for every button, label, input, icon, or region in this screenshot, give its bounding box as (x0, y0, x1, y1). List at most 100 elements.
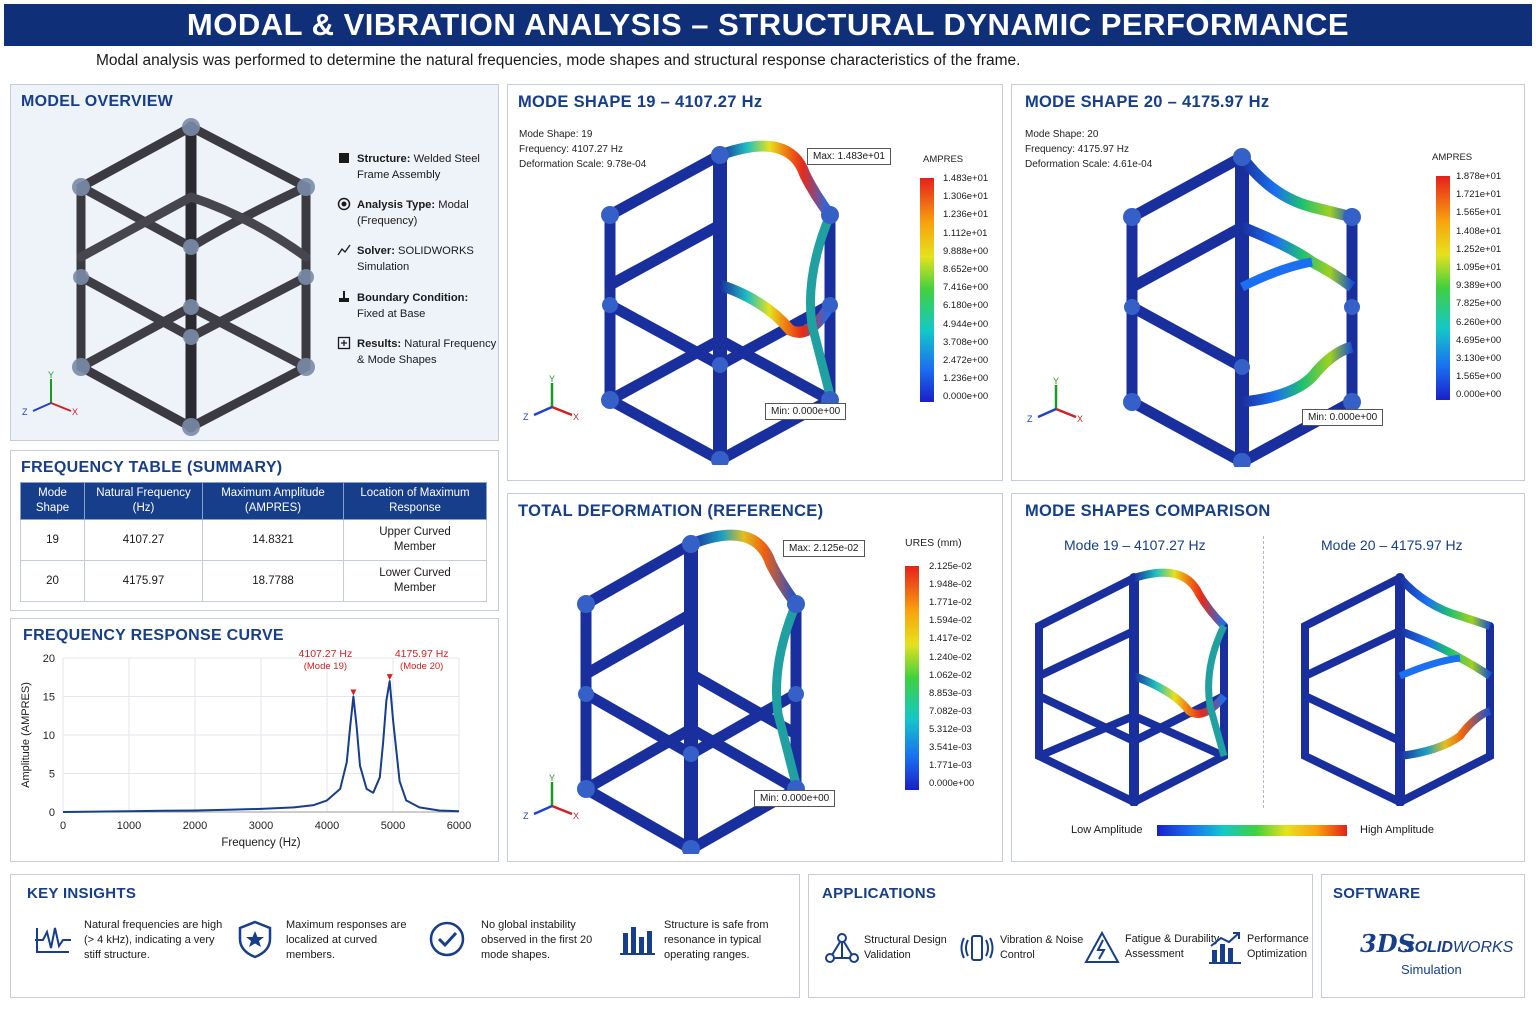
fixed-base-icon (339, 291, 349, 302)
key-insights-panel: KEY INSIGHTS Natural frequencies are hig… (10, 874, 800, 998)
performance-icon (1209, 932, 1241, 964)
y-axis-label: Amplitude (AMPRES) (20, 682, 32, 788)
total-deformation-min-callout: Min: 0.000e+00 (754, 790, 836, 807)
mode20-axis-triad-icon: Y X Z (1027, 377, 1083, 424)
svg-text:Z: Z (22, 407, 28, 417)
legend-tick-label: 1.252e+01 (1456, 243, 1502, 255)
legend-tick-label: 4.695e+00 (1456, 334, 1502, 346)
legend-tick-label: 1.306e+01 (943, 191, 989, 203)
svg-text:Y: Y (48, 371, 54, 380)
legend-tick-label: 9.389e+00 (1456, 280, 1502, 292)
table-cell: Lower Curved Member (343, 560, 487, 602)
svg-text:Z: Z (523, 412, 529, 422)
applications-title: APPLICATIONS (822, 885, 937, 902)
legend-tick-label: 9.888e+00 (943, 245, 989, 257)
y-tick-label: 15 (43, 692, 55, 704)
comparison-mode20-image (1301, 573, 1494, 806)
legend-tick-label: 1.483e+01 (943, 173, 989, 184)
legend-tick-label: 1.095e+01 (1456, 262, 1502, 273)
svg-text:X: X (573, 811, 579, 821)
software-panel: SOFTWARE 3DS SOLIDWORKS Simulation (1321, 874, 1525, 998)
mode19-color-bar (920, 178, 934, 402)
svg-text:Y: Y (549, 375, 555, 384)
comparison-title: MODE SHAPES COMPARISON (1025, 502, 1271, 520)
mode20-panel: MODE SHAPE 20 – 4175.97 Hz Mode Shape: 2… (1011, 84, 1525, 481)
key-insights-title: KEY INSIGHTS (27, 885, 137, 902)
mode19-info-line-2: Frequency: 4107.27 Hz (519, 144, 623, 155)
x-tick-label: 5000 (381, 820, 405, 832)
peak-marker-mode20 (386, 674, 393, 681)
legend-tick-label: 7.825e+00 (1456, 298, 1502, 310)
legend-tick-label: 1.236e+01 (943, 209, 989, 221)
table-cell: 20 (20, 560, 85, 602)
svg-text:X: X (573, 412, 579, 422)
insight-text-1: Natural frequencies are high(> 4 kHz), i… (84, 919, 223, 961)
legend-tick-label: 1.594e-02 (929, 615, 972, 627)
mode20-info-line-2: Frequency: 4175.97 Hz (1025, 144, 1129, 155)
model-overview-title: MODEL OVERVIEW (21, 93, 174, 110)
legend-tick-label: 3.130e+00 (1456, 353, 1502, 364)
x-tick-label: 1000 (117, 820, 141, 832)
mode19-frame-image (601, 140, 839, 465)
legend-tick-label: 8.652e+00 (943, 264, 989, 275)
table-cell: 19 (20, 519, 85, 561)
svg-text:Y: Y (1053, 377, 1059, 386)
vibration-icon (960, 935, 994, 961)
mode19-info-line-3: Deformation Scale: 9.78e-04 (519, 159, 647, 170)
total-deformation-title: TOTAL DEFORMATION (REFERENCE) (518, 502, 824, 520)
legend-tick-label: 0.000e+00 (929, 778, 975, 790)
peak-sublabel-mode19: (Mode 19) (304, 661, 347, 672)
structure-icon (825, 933, 859, 963)
legend-tick-label: 8.853e-03 (929, 687, 972, 699)
legend-tick-label: 3.708e+00 (943, 336, 989, 348)
mode19-max-callout: Max: 1.483e+01 (807, 148, 891, 165)
legend-tick-label: 1.565e+00 (1456, 371, 1502, 383)
x-axis-label: Frequency (Hz) (221, 837, 300, 849)
low-amplitude-label: Low Amplitude (1071, 824, 1143, 836)
comparison-mode19-image (1035, 568, 1228, 806)
legend-tick-label: 1.565e+01 (1456, 207, 1502, 219)
x-tick-label: 0 (60, 820, 66, 832)
table-row: 20 4175.97 18.7788 Lower Curved Member (20, 560, 487, 602)
table-header: Natural Frequency (Hz) (84, 482, 203, 520)
legend-tick-label: 0.000e+00 (943, 391, 989, 403)
svg-text:Z: Z (523, 811, 529, 821)
legend-tick-label: 1.771e-02 (929, 597, 972, 609)
3ds-logo: 3DS (1360, 929, 1415, 958)
frequency-table-title: FREQUENCY TABLE (SUMMARY) (21, 459, 283, 476)
table-cell: 4175.97 (84, 560, 203, 602)
table-cell: 14.8321 (202, 519, 344, 561)
mode19-legend-title: AMPRES (923, 154, 964, 165)
check-circle-icon (429, 921, 465, 957)
frequency-table: Mode Shape Natural Frequency (Hz) Maximu… (20, 482, 487, 602)
peak-marker-mode19 (350, 689, 357, 696)
legend-tick-label: 6.180e+00 (943, 300, 989, 312)
overview-item: Results: Natural Frequency& Mode Shapes (337, 336, 496, 368)
legend-tick-label: 5.312e-03 (929, 723, 972, 735)
legend-tick-label: 1.948e-02 (929, 579, 972, 591)
peak-label-mode19: 4107.27 Hz (299, 648, 353, 660)
software-product: Simulation (1401, 962, 1462, 977)
y-tick-label: 20 (43, 653, 55, 665)
svg-text:X: X (1077, 414, 1083, 424)
legend-tick-label: 6.260e+00 (1456, 316, 1502, 328)
x-tick-label: 6000 (447, 820, 471, 832)
target-icon (337, 197, 351, 211)
total-deformation-panel: TOTAL DEFORMATION (REFERENCE) Max: 2.125… (507, 493, 1003, 862)
amplitude-color-bar (1157, 825, 1347, 836)
overview-item: Boundary Condition: Fixed at Base (339, 290, 468, 322)
comparison-panel: MODE SHAPES COMPARISON Mode 19 – 4107.27… (1011, 493, 1525, 862)
table-header: Maximum Amplitude (AMPRES) (202, 482, 344, 520)
legend-tick-label: 7.082e-03 (929, 705, 972, 717)
mode20-info-line-3: Deformation Scale: 4.61e-04 (1025, 159, 1153, 170)
table-cell: 18.7788 (202, 560, 344, 602)
mode19-axis-triad-icon: Y X Z (523, 375, 579, 422)
total-deformation-color-bar (905, 566, 919, 790)
x-tick-label: 4000 (315, 820, 339, 832)
